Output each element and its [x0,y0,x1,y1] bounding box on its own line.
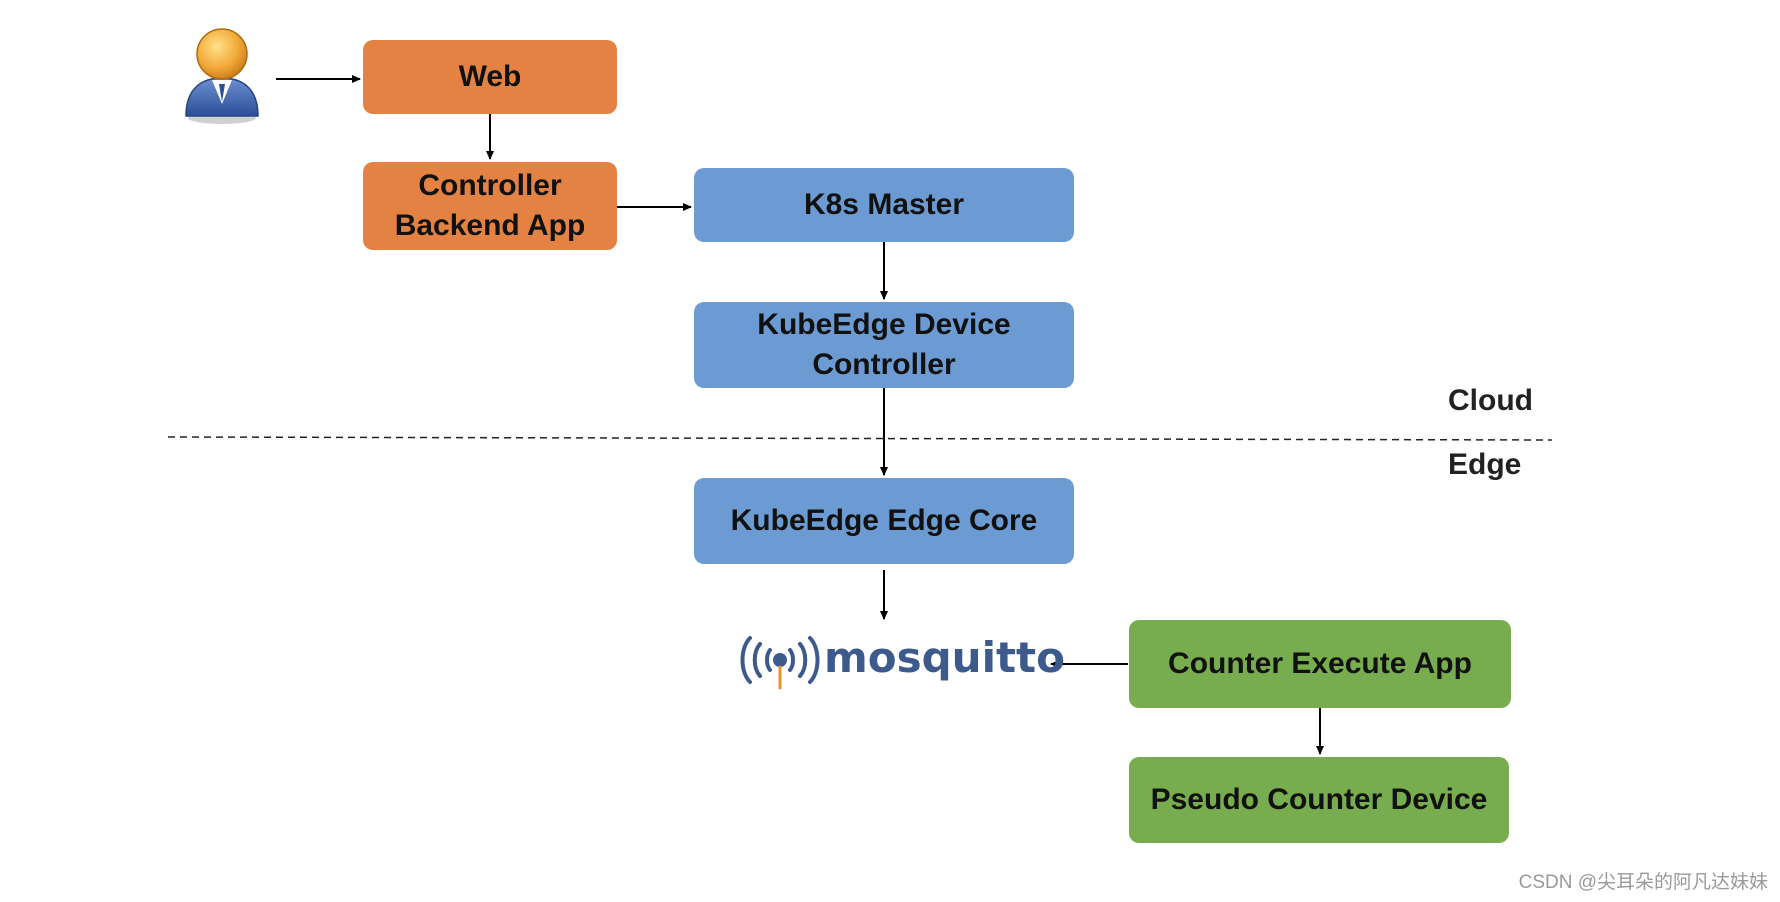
controller-backend-node-label: Controller Backend App [394,169,586,242]
controller-backend-node: Controller Backend App [363,162,617,250]
kubeedge-device-controller-node: KubeEdge Device Controller [694,302,1074,388]
watermark: CSDN @尖耳朵的阿凡达妹妹 [1518,872,1768,893]
cloud-edge-divider [167,436,1553,441]
mosquitto-logo-icon [740,636,820,690]
counter-execute-app-node-label: Counter Execute App [1168,647,1472,680]
kubeedge-device-controller-node-label: KubeEdge Device Controller [757,308,1011,381]
counter-execute-app-node: Counter Execute App [1129,620,1511,708]
edge-zone-label: Edge [1448,448,1522,481]
mosquitto-label: mosquitto [824,633,1065,682]
web-node-label: Web [458,60,522,93]
user-icon [182,26,262,126]
web-node: Web [363,40,617,114]
kubeedge-edge-core-node-label: KubeEdge Edge Core [730,504,1038,537]
pseudo-counter-device-node: Pseudo Counter Device [1129,757,1509,843]
k8s-master-node-label: K8s Master [803,188,965,221]
cloud-zone-label: Cloud [1448,384,1533,417]
mosquitto-node: mosquitto [738,630,1065,690]
k8s-master-node: K8s Master [694,168,1074,242]
pseudo-counter-device-node-label: Pseudo Counter Device [1150,783,1488,816]
kubeedge-edge-core-node: KubeEdge Edge Core [694,478,1074,564]
